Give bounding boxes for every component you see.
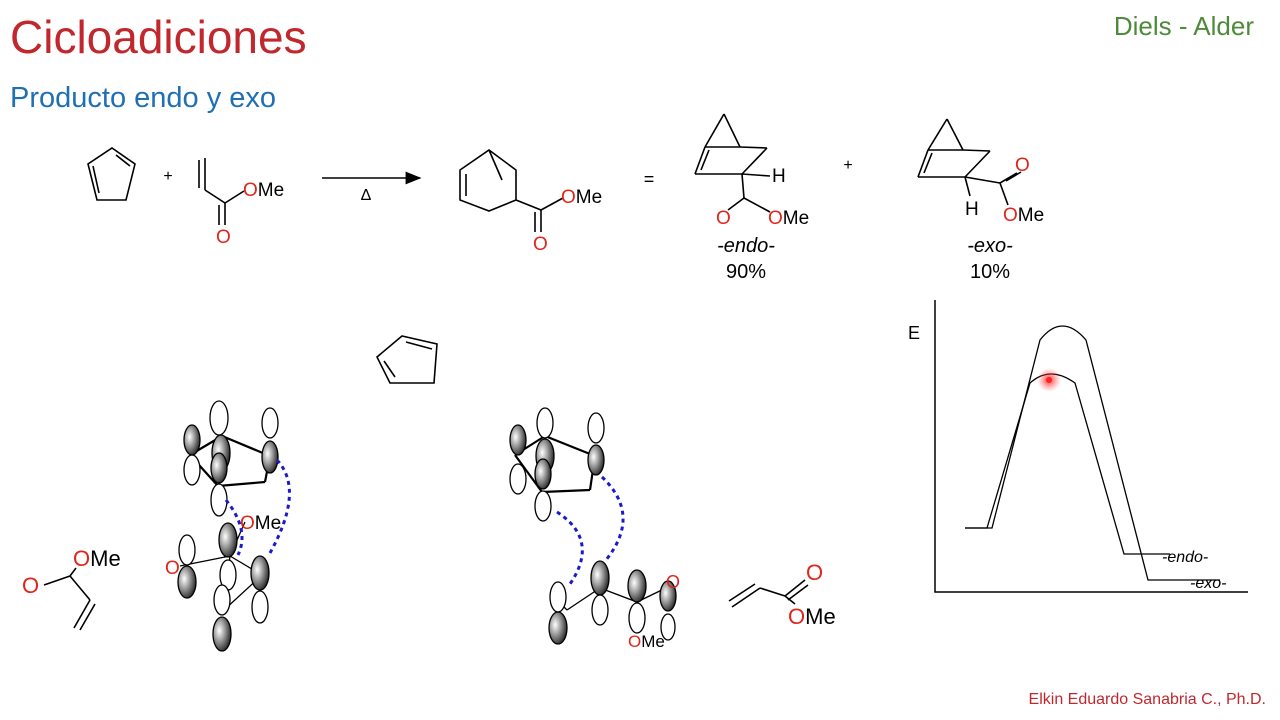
exo-ts-ester-group: OMe: [628, 632, 665, 651]
exo-label: -exo-: [967, 235, 1013, 257]
exo-hydrogen: H: [965, 199, 979, 220]
methyl-acrylate: [198, 158, 245, 225]
exo-ester-group: OMe: [1003, 205, 1044, 226]
slide-subtitle: Producto endo y exo: [10, 82, 277, 114]
endo-curve-label: -endo-: [1162, 549, 1208, 566]
topic-label: Diels - Alder: [1113, 11, 1254, 41]
endo-product: [694, 113, 771, 213]
exo-product: [917, 118, 1022, 206]
endo-ts-carbonyl-oxygen: O: [165, 558, 180, 579]
energy-axes: [934, 300, 1248, 593]
energy-diagram: E -endo- -exo-: [908, 300, 1248, 593]
carbonyl-oxygen: O: [216, 227, 231, 248]
methyl-acrylate-left: [43, 567, 96, 631]
endo-transition-state: [177, 400, 291, 652]
energy-axis-label: E: [908, 323, 920, 343]
cyclopentadiene-perspective: [376, 335, 438, 384]
ester-group: OMe: [243, 180, 284, 201]
equals-sign: =: [644, 169, 655, 189]
right-carbonyl-oxygen: O: [806, 560, 823, 585]
author-credit: Elkin Eduardo Sanabria C., Ph.D.: [1028, 691, 1266, 708]
slide-title: Cicloadiciones: [10, 11, 307, 63]
product-ester-group: OMe: [561, 187, 602, 208]
exo-energy-curve: [965, 325, 1220, 581]
endo-label: -endo-: [717, 235, 775, 257]
left-ester-group: OMe: [73, 546, 121, 571]
right-ester-group: OMe: [788, 604, 836, 629]
product-carbonyl-oxygen: O: [533, 234, 548, 255]
norbornene-product: [459, 149, 564, 232]
exo-carbonyl-oxygen: O: [1015, 155, 1030, 176]
exo-transition-state: [509, 407, 677, 645]
methyl-acrylate-right: [728, 579, 809, 608]
endo-ester-group: OMe: [768, 208, 809, 229]
endo-ts-ester-group: OMe: [240, 513, 281, 534]
endo-energy-curve: [965, 373, 1170, 555]
plus-sign-2: +: [843, 157, 852, 174]
plus-sign-1: +: [163, 168, 172, 185]
exo-ts-carbonyl-oxygen: O: [666, 572, 680, 592]
cyclopentadiene: [87, 147, 136, 201]
exo-curve-label: -exo-: [1190, 575, 1226, 592]
endo-hydrogen: H: [772, 166, 786, 187]
left-carbonyl-oxygen: O: [22, 573, 39, 598]
endo-yield: 90%: [726, 261, 766, 283]
heat-symbol: Δ: [361, 187, 372, 204]
exo-yield: 10%: [970, 261, 1010, 283]
endo-carbonyl-oxygen: O: [716, 208, 731, 229]
